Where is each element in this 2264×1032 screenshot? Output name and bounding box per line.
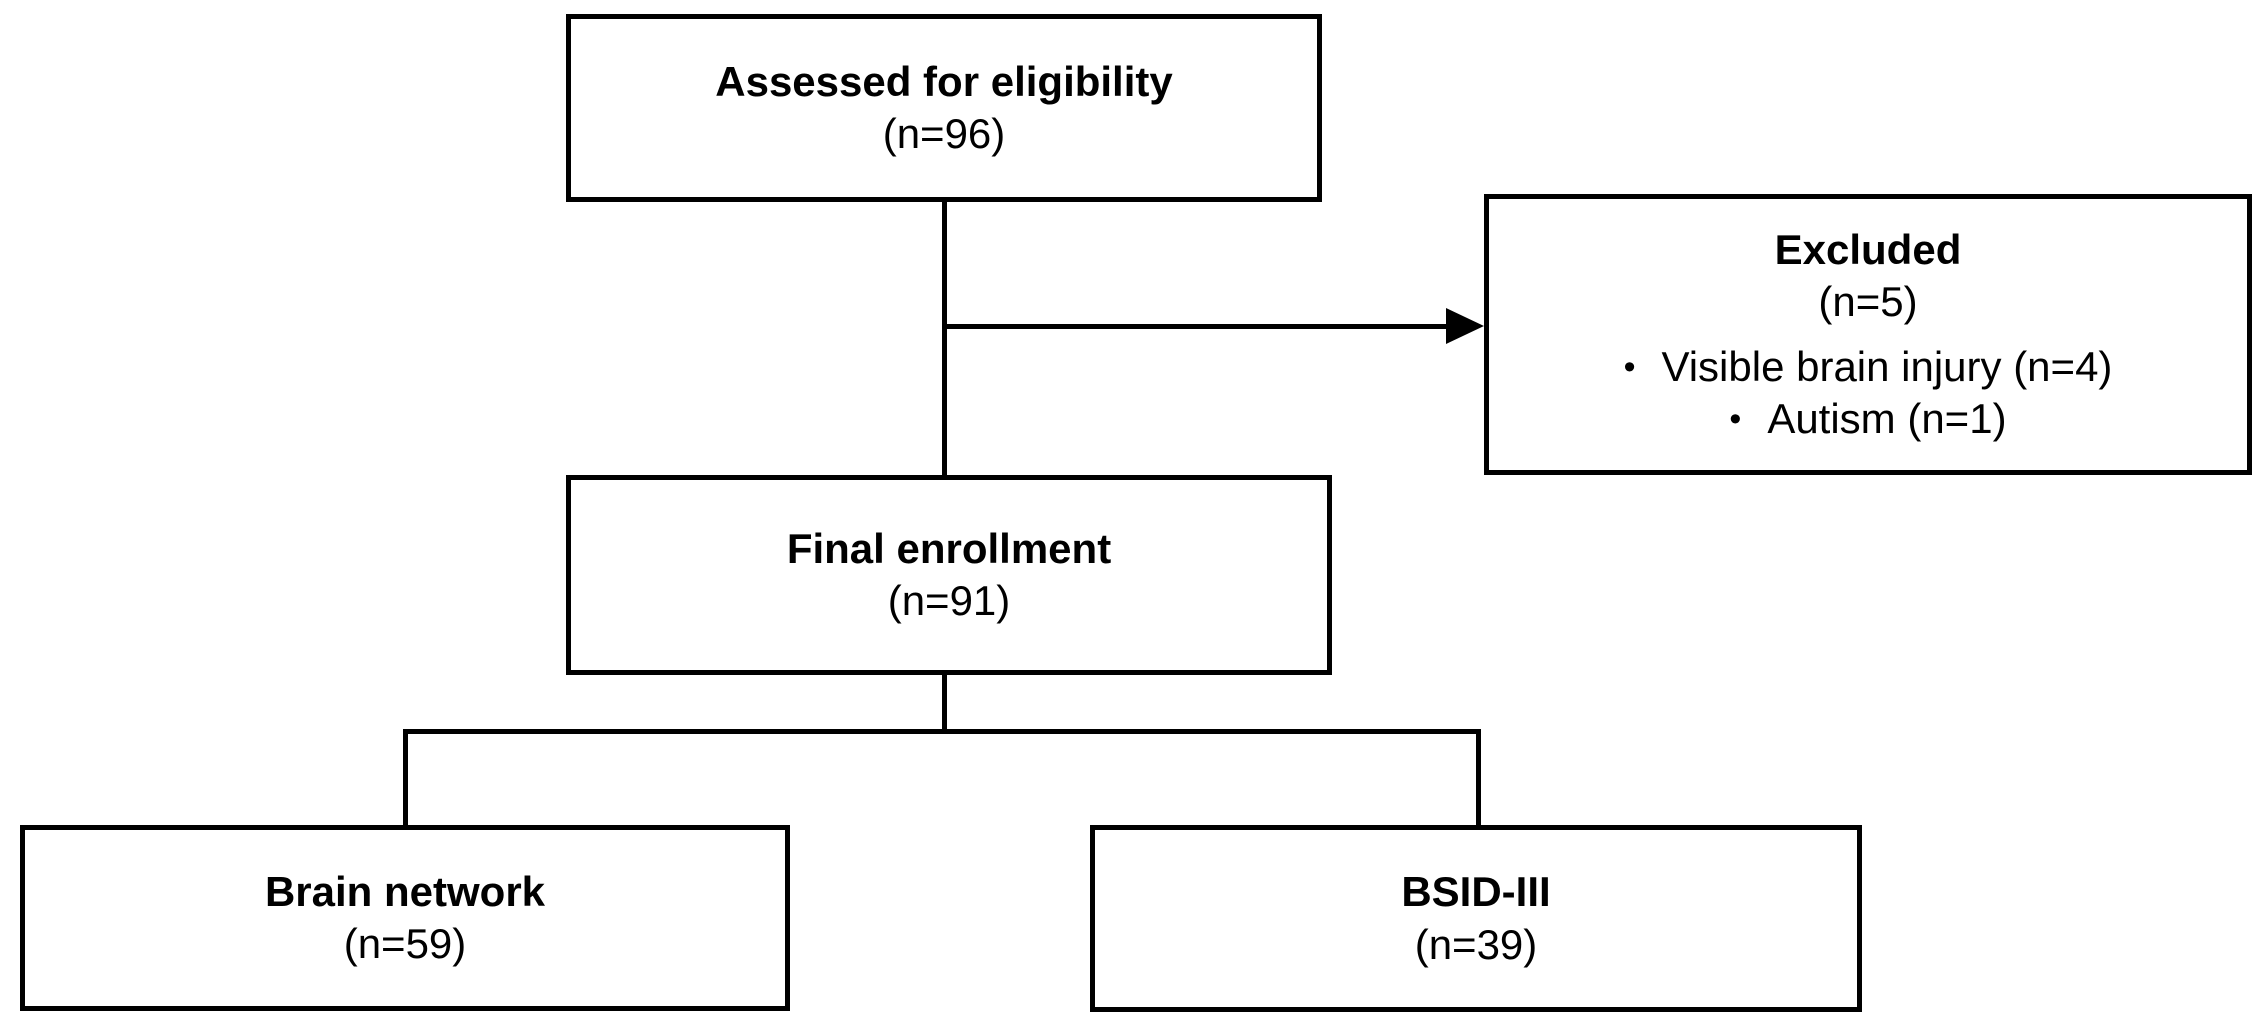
connector-split-to-brain-network bbox=[403, 729, 408, 829]
brain-network-box: Brain network (n=59) bbox=[20, 825, 790, 1011]
excluded-bullet-text: Autism (n=1) bbox=[1767, 395, 2007, 442]
arrowhead-right-icon bbox=[1446, 308, 1484, 344]
connector-split-to-bsid-iii bbox=[1476, 729, 1481, 829]
bullet-icon: • bbox=[1729, 400, 1742, 438]
assessed-eligibility-count: (n=96) bbox=[882, 110, 1006, 157]
assessed-eligibility-title: Assessed for eligibility bbox=[715, 57, 1173, 105]
excluded-title: Excluded bbox=[1774, 225, 1962, 273]
brain-network-title: Brain network bbox=[264, 867, 546, 915]
bsid-iii-count: (n=39) bbox=[1414, 920, 1538, 968]
excluded-box: Excluded (n=5) • Visible brain injury (n… bbox=[1484, 194, 2252, 475]
connector-assessed-to-final bbox=[942, 200, 947, 477]
final-enrollment-box: Final enrollment (n=91) bbox=[566, 475, 1332, 675]
bullet-icon: • bbox=[1623, 347, 1636, 386]
connector-to-excluded bbox=[944, 324, 1454, 329]
assessed-eligibility-box: Assessed for eligibility (n=96) bbox=[566, 14, 1322, 202]
excluded-bullet-list: • Visible brain injury (n=4) • Autism (n… bbox=[1624, 341, 2113, 446]
excluded-bullet-item: • Visible brain injury (n=4) bbox=[1624, 341, 2113, 394]
excluded-count: (n=5) bbox=[1818, 278, 1918, 325]
bsid-iii-title: BSID-III bbox=[1401, 868, 1551, 915]
connector-split-horizontal bbox=[403, 729, 1481, 734]
excluded-bullet-text: Visible brain injury (n=4) bbox=[1661, 342, 2113, 390]
final-enrollment-title: Final enrollment bbox=[786, 524, 1112, 572]
excluded-bullet-item: • Autism (n=1) bbox=[1729, 393, 2006, 446]
bsid-iii-box: BSID-III (n=39) bbox=[1090, 825, 1862, 1012]
final-enrollment-count: (n=91) bbox=[887, 577, 1011, 624]
brain-network-count: (n=59) bbox=[343, 920, 467, 967]
connector-final-to-split bbox=[942, 673, 947, 733]
